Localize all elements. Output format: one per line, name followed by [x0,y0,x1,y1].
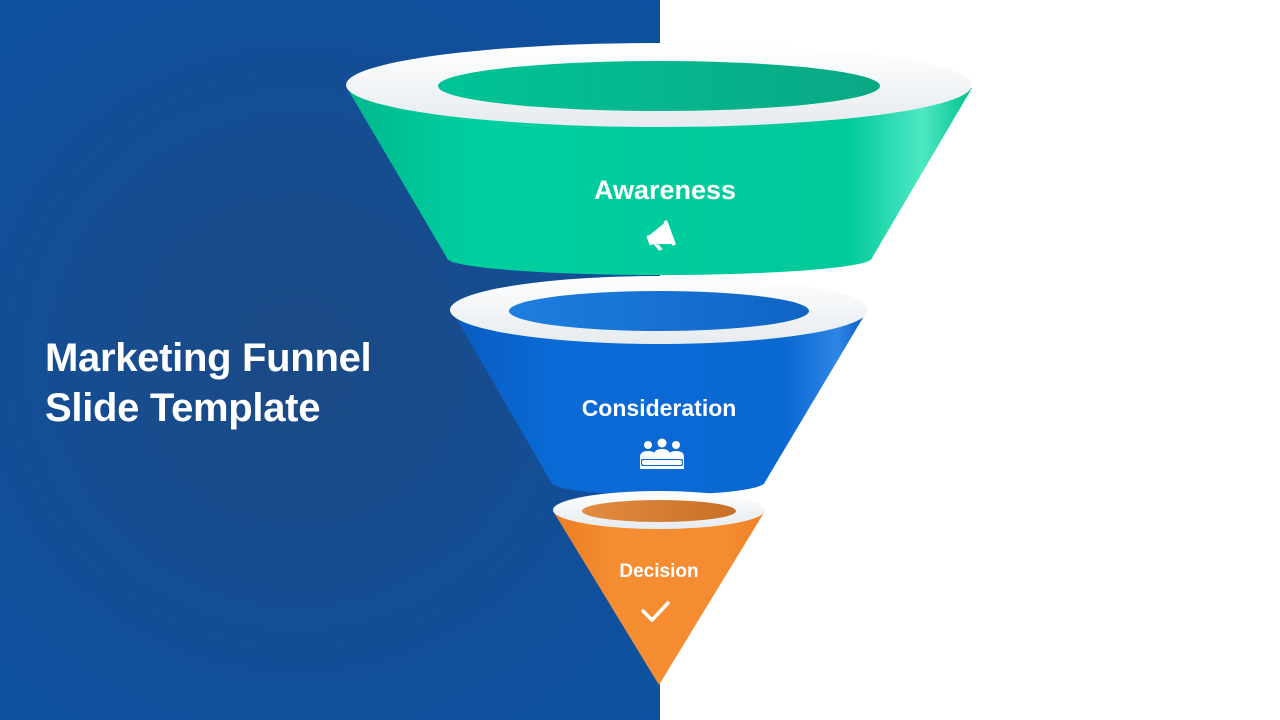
slide-title-line-1: Marketing Funnel [45,336,372,380]
decision-label: Decision [619,561,698,582]
slide-title-line-2: Slide Template [45,386,321,430]
decision-funnel-body [553,511,765,685]
group-icon [640,438,684,469]
consideration-label: Consideration [582,395,737,421]
stage-consideration: Consideration [450,276,868,495]
checkmark-icon [641,601,670,622]
awareness-funnel-body [347,88,972,276]
slide-title: Marketing Funnel Slide Template [45,333,465,433]
consideration-opening [509,291,809,331]
consideration-funnel-body [452,311,867,495]
awareness-opening [438,61,880,111]
megaphone-icon [646,220,676,251]
stage-decision: Decision [553,491,765,685]
decision-opening [582,500,736,522]
stage-awareness: Awareness [346,43,972,276]
awareness-label: Awareness [594,175,736,205]
